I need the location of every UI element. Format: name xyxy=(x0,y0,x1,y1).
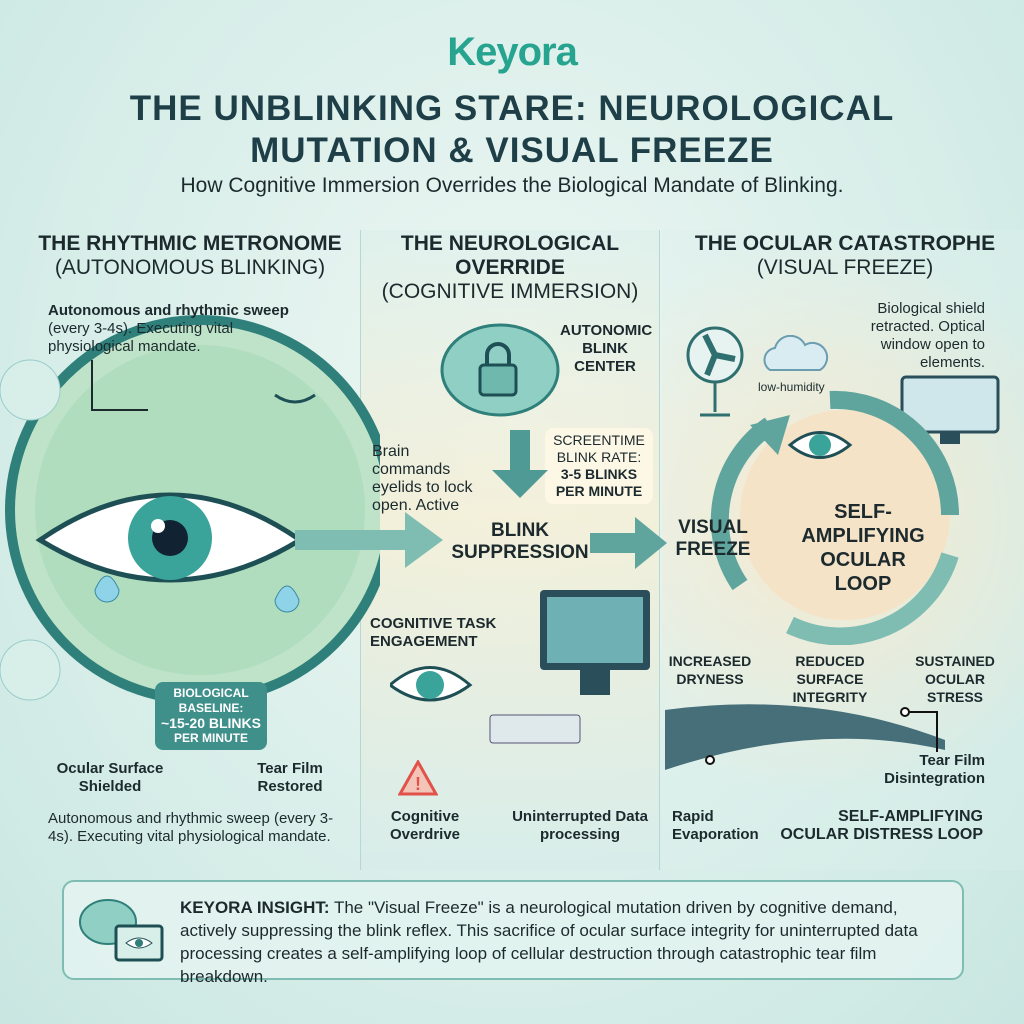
blink-suppression-label: BLINK SUPPRESSION xyxy=(451,520,589,563)
right-arrow-icon xyxy=(295,512,443,568)
distress-loop-label: SELF-AMPLIFYING OCULAR DISTRESS LOOP xyxy=(780,808,983,843)
down-arrow-icon xyxy=(492,430,548,498)
left-heading: THE RHYTHMIC METRONOME(AUTONOMOUS BLINKI… xyxy=(38,232,342,279)
brain-eye-monitor-icon xyxy=(79,899,164,962)
visual-freeze-label: VISUAL FREEZE xyxy=(675,517,751,560)
fan-icon xyxy=(686,326,744,417)
brain-lock-icon xyxy=(440,323,560,417)
left-footer: Autonomous and rhythmic sweep (every 3-4… xyxy=(48,810,334,845)
right-note: Biological shield retracted. Optical win… xyxy=(870,300,985,371)
brain-command-text: Brain commands eyelids to lock open. Act… xyxy=(372,443,473,514)
blink-center-label: AUTONOMIC BLINK CENTER xyxy=(560,322,653,375)
evaporation-label: Rapid Evaporation xyxy=(672,808,759,843)
integrity-label: REDUCED SURFACE INTEGRITY xyxy=(792,653,868,705)
computer-eye-illustration xyxy=(390,590,650,744)
cloud-icon xyxy=(763,335,829,371)
label-tear-restored: Tear Film Restored xyxy=(257,760,323,795)
stress-label: SUSTAINED OCULAR STRESS xyxy=(915,653,995,705)
monitor-icon xyxy=(900,375,1000,444)
loop-label: SELF-AMPLIFYING OCULAR LOOP xyxy=(801,501,925,595)
page-subtitle: How Cognitive Immersion Overrides the Bi… xyxy=(180,174,844,197)
svg-text:!: ! xyxy=(415,774,421,794)
humidity-label: low-humidity xyxy=(758,380,825,394)
brand-logo: Keyora xyxy=(447,30,578,74)
label-ocular-shielded: Ocular Surface Shielded xyxy=(56,760,164,795)
dryness-label: INCREASED DRYNESS xyxy=(668,653,752,687)
middle-heading: THE NEUROLOGICAL OVERRIDE(COGNITIVE IMME… xyxy=(381,232,639,303)
self-amplifying-loop-diagram xyxy=(710,390,960,645)
processing-label: Uninterrupted Data processing xyxy=(512,808,648,843)
warning-icon: ! xyxy=(398,760,438,796)
right-heading: THE OCULAR CATASTROPHE(VISUAL FREEZE) xyxy=(694,232,996,279)
left-note: Autonomous and rhythmic sweep (every 3-4… xyxy=(48,302,289,355)
evaporation-stream xyxy=(665,704,945,770)
screentime-badge: SCREENTIME BLINK RATE:3-5 BLINKS PER MIN… xyxy=(545,428,653,504)
task-engagement-label: COGNITIVE TASK ENGAGEMENT xyxy=(370,615,497,650)
right-arrow-icon xyxy=(590,517,667,569)
eye-blink-illustration xyxy=(0,315,380,705)
insight-box: KEYORA INSIGHT: The "Visual Freeze" is a… xyxy=(62,880,964,986)
insight-text: KEYORA INSIGHT: The "Visual Freeze" is a… xyxy=(180,898,918,986)
overdrive-label: Cognitive Overdrive xyxy=(389,808,461,843)
tear-film-label: Tear Film Disintegration xyxy=(884,752,985,787)
